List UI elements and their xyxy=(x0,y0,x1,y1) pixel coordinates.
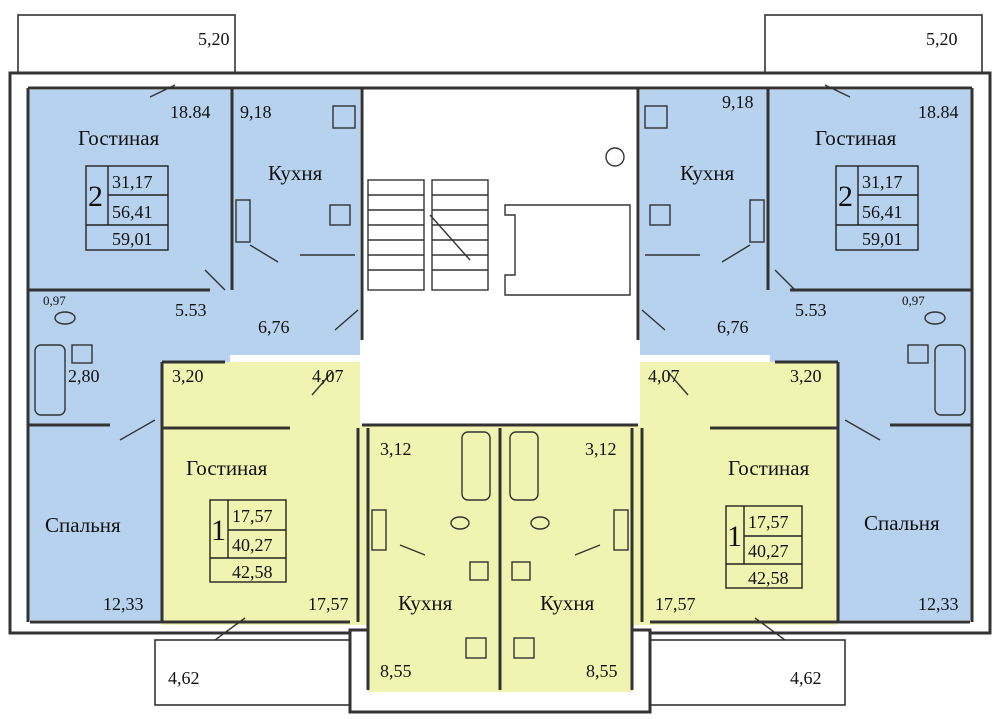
total-with-balcony: 42,58 xyxy=(748,568,789,588)
interior-lines xyxy=(34,84,966,659)
total-with-balcony: 42,58 xyxy=(232,562,273,582)
apartment-2room-right xyxy=(640,90,972,620)
hall-a-left-1room: 3,20 xyxy=(172,366,204,386)
total-area: 56,41 xyxy=(862,202,903,222)
rooms-count: 2 xyxy=(88,180,103,213)
kitchen-left-1room-area: 8,55 xyxy=(380,661,412,681)
kitchen-right-1room-area: 8,55 xyxy=(586,661,618,681)
kitchen-left-1room-name: Кухня xyxy=(398,591,453,615)
rooms-count: 2 xyxy=(838,180,853,213)
balcony-bottom-right xyxy=(649,639,846,706)
area-box-right-2room: 2 31,17 56,41 59,01 xyxy=(835,165,919,251)
balcony-right-top-area: 5,20 xyxy=(926,29,958,49)
bath-right-1room-area: 3,12 xyxy=(585,439,617,459)
area-box-left-1room: 1 17,57 40,27 42,58 xyxy=(209,499,287,583)
living-right-1room-area: 17,57 xyxy=(655,594,696,614)
hall-left-2room-area: 5.53 xyxy=(175,300,207,320)
hall-b-right-1room: 4,07 xyxy=(648,366,680,386)
living-left-1room-name: Гостиная xyxy=(186,456,268,480)
living-left-1room-area: 17,57 xyxy=(308,594,349,614)
bath-left-1room-area: 3,12 xyxy=(380,439,412,459)
hall-right-2room-area: 5.53 xyxy=(795,300,827,320)
living-total: 17,57 xyxy=(748,512,789,532)
bedroom-left-area: 12,33 xyxy=(103,594,144,614)
kitchen-right-1room-name: Кухня xyxy=(540,591,595,615)
apartment-1room-right xyxy=(500,362,838,692)
total-with-balcony: 59,01 xyxy=(862,229,903,249)
living-total: 31,17 xyxy=(862,172,903,192)
corridor-right-2room-area: 6,76 xyxy=(717,317,749,337)
living-right-2room-area: 18.84 xyxy=(918,102,959,122)
kitchen-right-2room-name: Кухня xyxy=(680,161,735,185)
bedroom-left-name: Спальня xyxy=(45,513,121,537)
total-area: 40,27 xyxy=(748,541,789,561)
balcony-top-left xyxy=(17,14,236,74)
balcony-left-top-area: 5,20 xyxy=(198,29,230,49)
balcony-right-bottom-area: 4,62 xyxy=(790,668,822,688)
living-total: 17,57 xyxy=(232,506,273,526)
walls xyxy=(26,86,974,690)
rooms-count: 1 xyxy=(211,514,226,547)
kitchen-left-2room-name: Кухня xyxy=(268,161,323,185)
balcony-left-bottom-area: 4,62 xyxy=(168,668,200,688)
kitchen-left-2room-area: 9,18 xyxy=(240,102,272,122)
rooms-count: 1 xyxy=(727,520,742,553)
living-left-2room-area: 18.84 xyxy=(170,102,211,122)
stair-hall xyxy=(365,90,635,425)
hall-a-right-1room: 3,20 xyxy=(790,366,822,386)
apartment-1room-left xyxy=(162,362,500,692)
total-with-balcony: 59,01 xyxy=(112,229,153,249)
living-right-2room-name: Гостиная xyxy=(815,126,897,150)
hall-b-left-1room: 4,07 xyxy=(312,366,344,386)
wc-right-2room-area: 0,97 xyxy=(902,293,925,308)
bedroom-right-area: 12,33 xyxy=(918,594,959,614)
living-total: 31,17 xyxy=(112,172,153,192)
balcony-bottom-left xyxy=(154,639,351,706)
living-left-2room-name: Гостиная xyxy=(78,126,160,150)
wc-left-2room-area: 0,97 xyxy=(43,293,66,308)
total-area: 56,41 xyxy=(112,202,153,222)
kitchen-right-2room-area: 9,18 xyxy=(722,92,754,112)
total-area: 40,27 xyxy=(232,535,273,555)
apartment-2room-left xyxy=(28,90,360,620)
balcony-top-right xyxy=(764,14,983,74)
bedroom-right-name: Спальня xyxy=(864,511,940,535)
living-right-1room-name: Гостиная xyxy=(728,456,810,480)
area-box-right-1room: 1 17,57 40,27 42,58 xyxy=(725,505,803,589)
corridor-left-2room-area: 6,76 xyxy=(258,317,290,337)
area-box-left-2room: 2 31,17 56,41 59,01 xyxy=(85,165,169,251)
bath-left-2room-area: 2,80 xyxy=(68,366,100,386)
